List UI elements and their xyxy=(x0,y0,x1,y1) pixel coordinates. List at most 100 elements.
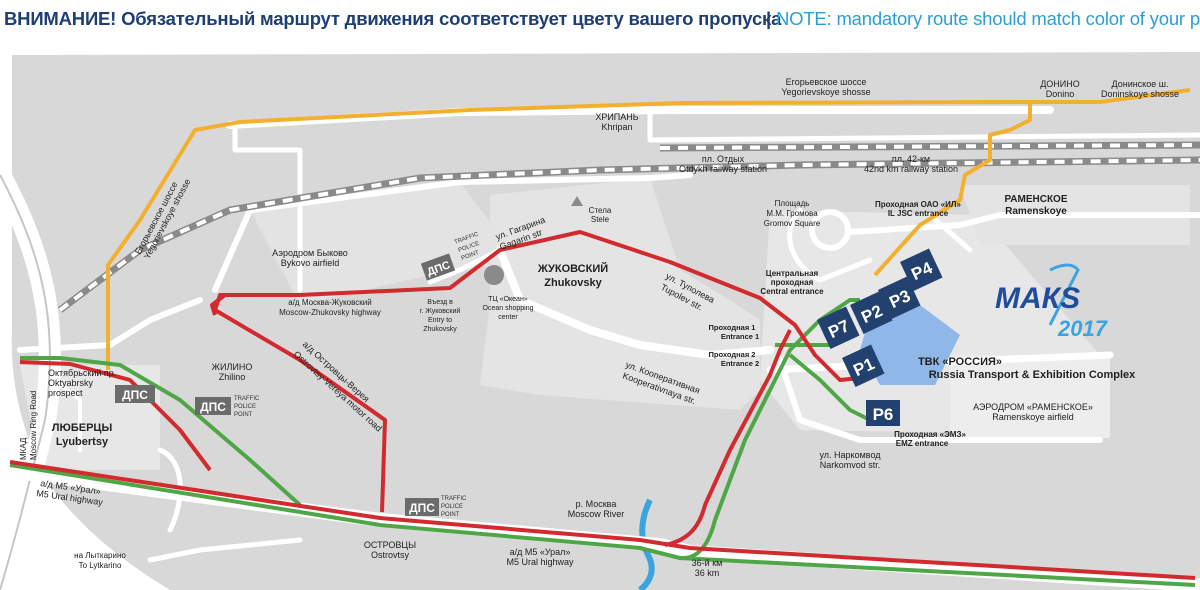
label-36km-en: 36 km xyxy=(695,568,720,578)
label-tvk-ru: ТВК «РОССИЯ» xyxy=(918,356,1002,368)
police-post-zhilino: ДПС TRAFFIC POLICE POINT xyxy=(195,396,260,418)
police-text-3b: POLICE xyxy=(234,404,256,410)
label-m5-center-en: M5 Ural highway xyxy=(506,557,574,567)
red-route xyxy=(9,230,1196,580)
label-gromov-2: М.М. Громова xyxy=(766,209,818,218)
label-otdykh-ru: пл. Отдых xyxy=(702,154,745,164)
label-gromov-1: Площадь xyxy=(775,199,810,208)
label-lyubertsy-en: Lyubertsy xyxy=(56,436,109,448)
police-post-ostrovtsy: ДПС TRAFFIC POLICE POINT xyxy=(405,496,467,518)
label-river-ru: р. Москва xyxy=(576,499,617,509)
police-text-3c: POINT xyxy=(234,412,253,418)
label-entry-1: Въезд в xyxy=(427,299,453,306)
label-central-1: Центральная xyxy=(766,269,819,278)
label-36km-ru: 36-й км xyxy=(692,558,723,568)
label-zhilino-en: Zhilino xyxy=(219,372,246,382)
label-gromov-en: Gromov Square xyxy=(764,219,821,228)
parking-p7[interactable]: P7 xyxy=(817,306,860,350)
label-zhukovsky-ru: ЖУКОВСКИЙ xyxy=(537,262,608,275)
maks-logo-year: 2017 xyxy=(1057,316,1109,341)
label-mkad-ru: МКАД xyxy=(19,437,28,460)
maks-logo-text: МАКS xyxy=(995,282,1080,315)
green-route xyxy=(9,298,1196,587)
label-central-en: Central entrance xyxy=(760,287,824,296)
moscow-river xyxy=(638,498,655,590)
label-donino-en: Donino xyxy=(1046,89,1075,99)
label-narkomvod-ru: ул. Наркомвод xyxy=(819,450,881,460)
label-ramenskoe-en: Ramenskoye xyxy=(1005,206,1067,217)
label-ocean-3: center xyxy=(498,314,518,321)
parking-p2[interactable]: P2 xyxy=(850,291,893,335)
label-lyubertsy-ru: ЛЮБЕРЦЫ xyxy=(52,422,113,434)
label-m5-center-ru: а/д М5 «Урал» xyxy=(510,547,571,557)
label-stele-en: Stele xyxy=(591,215,610,224)
p6-label: P6 xyxy=(873,405,894,424)
label-donino-ru: ДОНИНО xyxy=(1040,79,1080,89)
yellow-route xyxy=(106,88,1191,370)
label-ocean-1: ТЦ «Океан» xyxy=(488,296,528,303)
label-doninskoe-en: Doninskoye shosse xyxy=(1101,89,1179,99)
label-khripan-en: Khripan xyxy=(601,122,632,132)
police-text-4b: POLICE xyxy=(441,504,463,510)
label-emz-en: EMZ entrance xyxy=(896,439,949,448)
label-ostrovtsy-en: Ostrovtsy xyxy=(371,550,410,560)
label-oktyabrsky-en2: prospect xyxy=(48,388,83,398)
tvk-russia-building xyxy=(860,305,960,385)
parking-p1[interactable]: P1 xyxy=(842,344,885,388)
railway xyxy=(57,141,1200,313)
label-il-ru: Проходная ОАО «ИЛ» xyxy=(875,200,962,209)
police-badge-2: ДПС xyxy=(122,388,148,402)
label-bykovo-en: Bykovo airfield xyxy=(281,258,340,268)
label-entry-4: Zhukovsky xyxy=(423,326,457,333)
label-entrance2-en: Entrance 2 xyxy=(721,359,759,368)
parking-p3[interactable]: P3 xyxy=(878,276,921,320)
police-badge-4: ДПС xyxy=(409,501,435,515)
label-stele-ru: Стела xyxy=(589,206,612,215)
label-42km-en: 42nd km railway station xyxy=(864,164,958,174)
label-tvk-en: Russia Transport & Exhibition Complex xyxy=(929,369,1136,381)
label-central-2: проходная xyxy=(771,278,814,287)
police-text-3a: TRAFFIC xyxy=(234,396,260,402)
label-river-en: Moscow River xyxy=(568,509,625,519)
police-text-4c: POINT xyxy=(441,512,460,518)
label-oktyabrsky-ru: Октябрьский пр. xyxy=(48,368,116,378)
label-moscow-zhukovsky-en: Moscow-Zhukovsky highway xyxy=(279,308,381,317)
parking-p4[interactable]: P4 xyxy=(900,248,943,292)
label-khripan-ru: ХРИПАНЬ xyxy=(595,112,638,122)
label-ramenskoe-airfield-ru: АЭРОДРОМ «РАМЕНСКОЕ» xyxy=(973,402,1093,412)
label-zhukovsky-en: Zhukovsky xyxy=(544,277,602,289)
maks-2017-logo: МАКS 2017 xyxy=(995,263,1109,341)
label-entry-3: Entry to xyxy=(428,317,452,324)
stele-marker xyxy=(571,196,583,206)
label-ramenskoe-airfield-en: Ramenskoye airfield xyxy=(992,412,1074,422)
label-mkad: МКАД Moscow Ring Road xyxy=(19,391,38,460)
label-bykovo-ru: Аэродром Быково xyxy=(272,248,348,258)
ramenskoe-airfield-area xyxy=(950,355,1110,438)
label-lytkarino-en: To Lytkarino xyxy=(79,561,122,570)
label-ramenskoe-ru: РАМЕНСКОЕ xyxy=(1004,194,1067,205)
route-map: P7 P2 P3 P4 P1 P6 ДПС TRAFFIC POLICE POI… xyxy=(0,40,1200,590)
label-il-en: IL JSC entrance xyxy=(888,209,949,218)
warning-title-ru: ВНИМАНИЕ! Обязательный маршрут движения … xyxy=(4,8,782,29)
note-text: NOTE: mandatory route should match color… xyxy=(775,8,1200,29)
parking-p6[interactable]: P6 xyxy=(866,400,900,426)
police-post-lyubertsy: ДПС xyxy=(115,385,155,403)
label-entry-2: г. Жуковский xyxy=(420,307,461,315)
label-entrance1-en: Entrance 1 xyxy=(721,332,759,341)
label-oktyabrsky-en: Oktyabrsky xyxy=(48,378,94,388)
label-narkomvod-en: Narkomvod str. xyxy=(820,460,881,470)
label-mkad-en: Moscow Ring Road xyxy=(29,391,38,460)
police-text-4a: TRAFFIC xyxy=(441,496,467,502)
label-egorievskoe-ru: Егорьевское шоссе xyxy=(786,77,867,87)
label-entrance1-ru: Проходная 1 xyxy=(709,323,756,332)
label-egorievskoe-en: Yegorievskoye shosse xyxy=(781,87,870,97)
police-badge-3: ДПС xyxy=(200,400,226,414)
label-doninskoe-ru: Донинское ш. xyxy=(1112,79,1169,89)
title-separator: | xyxy=(766,8,771,29)
mkad-divider xyxy=(0,174,51,590)
label-zhilino-ru: ЖИЛИНО xyxy=(212,362,253,372)
label-entrance2-ru: Проходная 2 xyxy=(709,350,756,359)
label-lytkarino-ru: на Лыткарино xyxy=(74,551,126,560)
label-42km-ru: пл. 42-км xyxy=(892,154,930,164)
